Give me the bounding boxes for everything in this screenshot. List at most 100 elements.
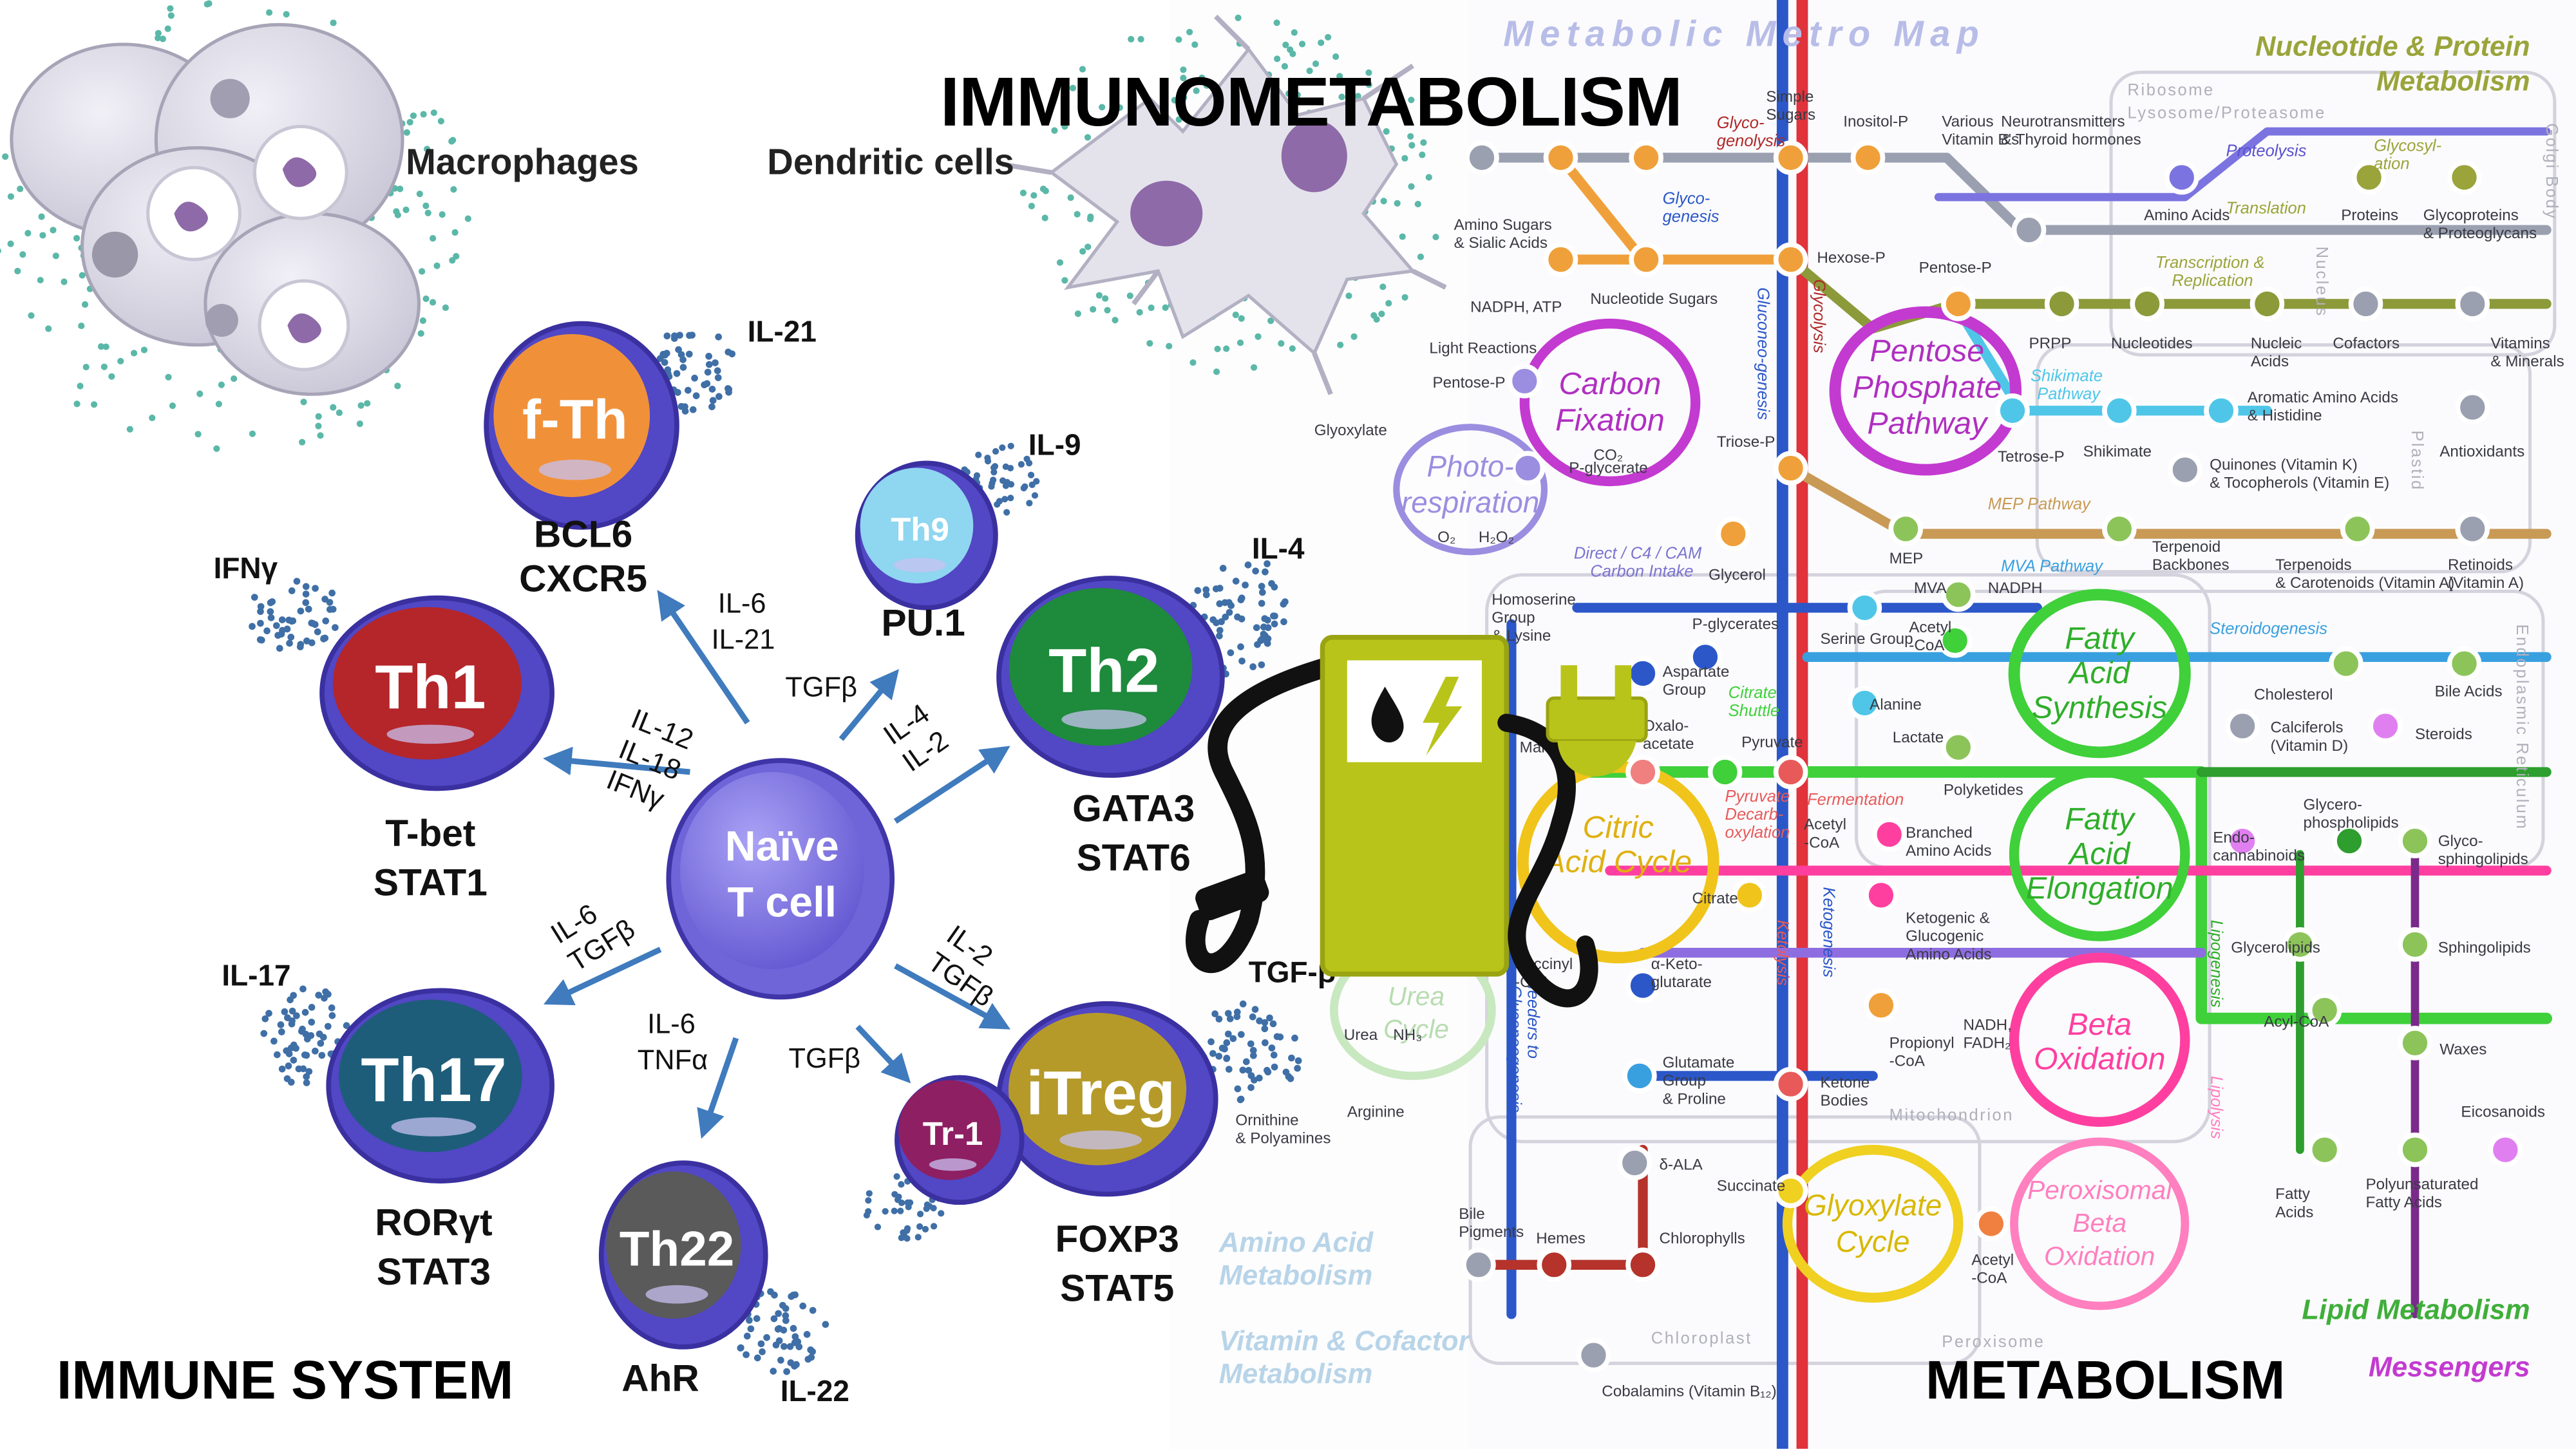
th1-factor-2: STAT1: [374, 862, 488, 903]
node-label-sphingolipids: Sphingolipids: [2438, 939, 2531, 957]
lysosome-label: Lysosome/Proteasome: [2128, 104, 2326, 122]
metro-station: [1995, 393, 2030, 428]
metro-station: [2168, 452, 2202, 487]
il21-label: IL-21: [748, 315, 817, 348]
arrow-to-th22: [697, 1037, 739, 1139]
metro-station: [1688, 639, 1723, 675]
transcription-factor-labels: BCL6 CXCR5 PU.1 T-bet STAT1 GATA3 STAT6 …: [374, 513, 1195, 1399]
chloroplast-label: Chloroplast: [1651, 1330, 1752, 1348]
fuel-nozzle: [1195, 870, 1269, 921]
th1-cell-organelle: [386, 724, 475, 744]
metro-station: [2398, 1132, 2432, 1167]
fatty-acid-synthesis-cycle: [2008, 589, 2191, 759]
glycogenesis-label: Glyco-genesis: [1663, 189, 1719, 225]
metro-station: [1707, 755, 1743, 789]
arrow-to-fth: [657, 590, 750, 724]
metro-station: [2447, 646, 2482, 681]
peroxisome-compartment: [1468, 1115, 1982, 1365]
fermentation-label: Fermentation: [1807, 791, 1904, 809]
th2-cell-organelle: [1061, 710, 1147, 730]
metro-station: [2225, 708, 2260, 744]
node-label-pentose-p2: Pentose-P: [1432, 374, 1505, 391]
metro-station: [1617, 1146, 1653, 1180]
node-label-citrate: Citrate: [1692, 890, 1738, 907]
th2-cell-label: Th2: [1048, 636, 1159, 706]
metro-station: [2282, 927, 2318, 962]
metro-station: [1625, 656, 1660, 691]
macrophage-granule: [282, 157, 317, 187]
node-label-urea: Urea: [1344, 1026, 1378, 1044]
metro-station: [2204, 393, 2239, 428]
metro-station: [1625, 755, 1660, 789]
metro-station: [1773, 451, 1808, 486]
feeders-label: feeders toGluconeogenesis: [1506, 986, 1542, 1113]
metro-station: [2368, 708, 2403, 744]
fatty-acid-elongation-cycle: [2009, 767, 2190, 941]
fuel-pump-icon: [1186, 634, 1648, 1008]
page-title: IMMUNOMETABOLISM: [940, 62, 1683, 140]
metro-station: [2102, 511, 2137, 547]
macrophage-nucleus: [91, 231, 138, 278]
node-label-eicosanoids: Eicosanoids: [2461, 1104, 2545, 1121]
dendritic-cell-illustration: [1001, 14, 1447, 395]
metro-station: [1974, 1206, 2009, 1241]
ketolysis-label: Ketolysis: [1774, 920, 1792, 986]
metro-station: [2340, 511, 2375, 547]
node-label-steroids: Steroids: [2415, 726, 2472, 743]
node-label-antioxidants: Antioxidants: [2439, 443, 2524, 460]
metro-station: [2351, 160, 2387, 195]
th17-cell: Th17: [326, 988, 554, 1184]
th22-cell-label: Th22: [620, 1222, 735, 1277]
metro-station: [1847, 590, 1882, 625]
node-label-bile: Bile Acids: [2435, 683, 2503, 701]
th17-cell-organelle: [391, 1117, 477, 1136]
metro-station: [1941, 287, 1976, 321]
metro-station: [1543, 140, 1578, 175]
th1-factor-1: T-bet: [385, 813, 475, 854]
immune-system-label: IMMUNE SYSTEM: [57, 1350, 514, 1410]
arrow-to-itreg: [894, 963, 1011, 1030]
node-label-cobalamins: Cobalamins (Vitamin B₁₂): [1602, 1382, 1777, 1400]
node-label-serine: Serine Group: [1821, 630, 1913, 648]
node-label-polyketides: Polyketides: [1944, 782, 2023, 799]
metro-station: [1622, 1059, 1657, 1093]
node-label-glyoxylate: Glyoxylate: [1314, 422, 1387, 439]
fuel-hose-left: [1186, 657, 1338, 974]
charging-cable-right: [1497, 713, 1598, 1008]
arrow-to-th9: [838, 669, 899, 741]
node-label-mep: MEP: [1889, 550, 1923, 567]
node-label-o2: O₂: [1437, 529, 1455, 546]
th17-factor-2: STAT3: [377, 1251, 491, 1293]
node-label-acyl-coa: Acyl-CoA: [2264, 1013, 2329, 1030]
naive-cell-body: [680, 771, 864, 970]
messengers-heading: Messengers: [2369, 1352, 2530, 1383]
node-label-akg: α-Keto-glutarate: [1651, 956, 1712, 991]
metro-station: [1773, 140, 1808, 175]
node-label-propionyl: Propionyl-CoA: [1889, 1035, 1955, 1070]
th9-cell-body: [860, 467, 974, 584]
carbon-fixation-cycle: [1519, 318, 1701, 487]
mitochondrion-label: Mitochondrion: [1889, 1106, 2014, 1124]
pump-display: [1347, 660, 1482, 762]
metro-station: [2102, 393, 2137, 428]
nucleus-compartment: [2109, 70, 2557, 357]
metro-station: [1941, 577, 1976, 612]
il21-dots: [645, 332, 736, 415]
glycosylation-label: Glycosyl-ation: [2374, 137, 2441, 173]
node-label-triose: Triose-P: [1717, 433, 1776, 451]
cytokine-labels: IL-21 IL-9 IFNγ IL-4 IL-17 IL-22 TGF-β: [214, 315, 1336, 1408]
glycolysis-label: Glycolysis: [1810, 279, 1828, 354]
metro-lines: [1473, 0, 2553, 1449]
node-label-mva: MVA: [1914, 580, 1947, 597]
transcription-label: Transcription &Replication: [2155, 254, 2265, 290]
th2-factor-2: STAT6: [1077, 837, 1191, 879]
ifng-label: IFNγ: [214, 551, 278, 585]
